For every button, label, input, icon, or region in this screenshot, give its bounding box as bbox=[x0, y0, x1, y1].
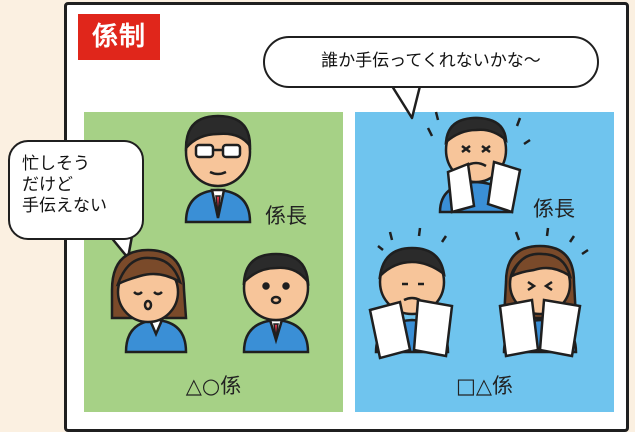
bubble-left-line-3: 手伝えない bbox=[22, 196, 107, 216]
bubble-left-line-1: 忙しそう bbox=[22, 154, 90, 174]
bubble-right-tail bbox=[390, 84, 422, 120]
speech-bubble-left: 忙しそう だけど 手伝えない bbox=[8, 140, 144, 240]
group-left-role-label: 係長 bbox=[265, 204, 307, 228]
busy-section-chief-figure bbox=[426, 111, 531, 214]
calm-worker-man-figure bbox=[242, 252, 310, 354]
group-right-name: □△係 bbox=[456, 374, 513, 398]
group-left-name: △○係 bbox=[185, 374, 242, 398]
group-right-role-label: 係長 bbox=[533, 197, 575, 221]
calm-section-chief-figure bbox=[184, 114, 252, 224]
title-tag: 係制 bbox=[78, 14, 160, 60]
busy-worker-1-figure bbox=[368, 227, 454, 360]
speech-bubble-right: 誰か手伝ってくれないかな～ bbox=[263, 36, 599, 88]
bubble-left-line-2: だけど bbox=[22, 175, 73, 195]
calm-worker-woman-figure bbox=[110, 248, 188, 354]
busy-worker-2-figure bbox=[498, 227, 589, 358]
